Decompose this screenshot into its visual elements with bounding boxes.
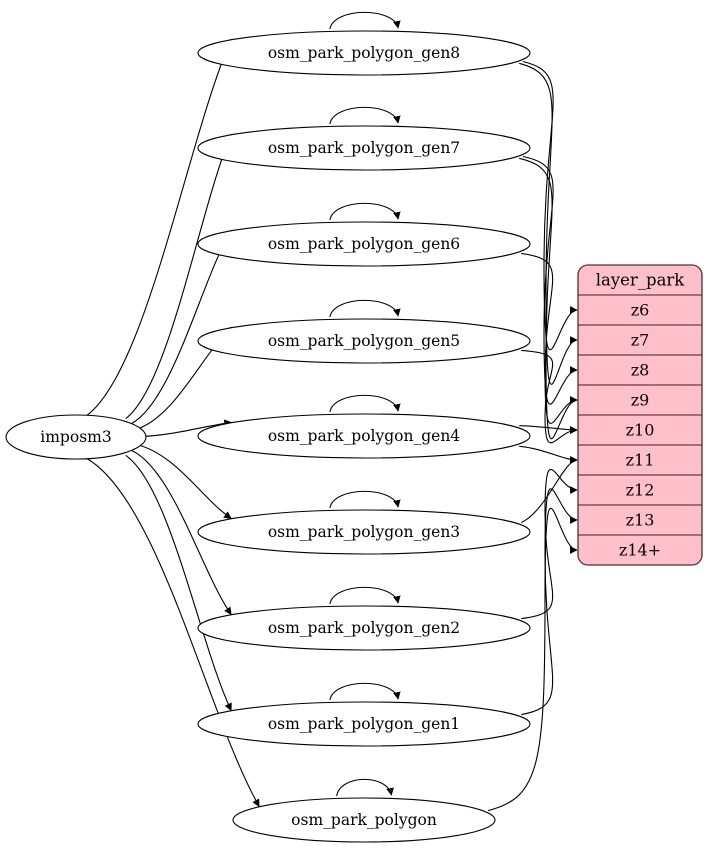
node-osm_park_polygon_gen1-label: osm_park_polygon_gen1 [268, 715, 460, 733]
self-loop-osm_park_polygon_gen2 [329, 586, 401, 605]
edge-imposm3-to-osm_park_polygon_gen3 [134, 443, 232, 519]
node-osm_park_polygon-ellipse [232, 797, 496, 843]
self-loop-osm_park_polygon_gen7 [329, 106, 401, 125]
self-loop-edges [329, 11, 401, 797]
node-osm_park_polygon_gen3-label: osm_park_polygon_gen3 [268, 523, 460, 541]
edge-osm_park_polygon_gen4-to-z10 [519, 425, 578, 434]
table-row-label-z10: z10 [626, 421, 655, 440]
node-osm_park_polygon[interactable]: osm_park_polygon [232, 797, 496, 843]
node-osm_park_polygon_gen3-ellipse [197, 509, 531, 555]
table-row-label-z12: z12 [626, 481, 655, 500]
node-osm_park_polygon-label: osm_park_polygon [291, 811, 437, 829]
node-osm_park_polygon_gen3[interactable]: osm_park_polygon_gen3 [197, 509, 531, 555]
table-header-label: layer_park [596, 271, 686, 290]
table-row-label-z14plus: z14+ [619, 541, 661, 560]
table-outline [577, 264, 703, 566]
node-imposm3-label: imposm3 [40, 428, 111, 446]
edge-osm_park_polygon_gen1-to-z13 [521, 488, 578, 716]
node-osm_park_polygon_gen1-ellipse [197, 701, 531, 747]
node-osm_park_polygon_gen7-ellipse [197, 125, 531, 171]
edge-osm_park_polygon_gen8-to-z6 [522, 60, 578, 351]
edges-nodes-to-table [487, 60, 578, 812]
edge-osm_park_polygon_gen6-to-z9 [521, 252, 578, 424]
node-osm_park_polygon_gen4[interactable]: osm_park_polygon_gen4 [197, 413, 531, 459]
node-osm_park_polygon_gen1[interactable]: osm_park_polygon_gen1 [197, 701, 531, 747]
node-osm_park_polygon_gen7-label: osm_park_polygon_gen7 [268, 139, 460, 157]
node-osm_park_polygon_gen4-label: osm_park_polygon_gen4 [268, 427, 460, 445]
node-osm_park_polygon_gen2-label: osm_park_polygon_gen2 [268, 619, 460, 637]
node-osm_park_polygon_gen5[interactable]: osm_park_polygon_gen5 [197, 318, 531, 364]
self-loop-osm_park_polygon_gen6 [329, 202, 401, 221]
edge-imposm3-to-osm_park_polygon_gen6 [131, 229, 232, 425]
self-loop-osm_park_polygon_gen3 [329, 490, 401, 509]
edges-source-to-nodes [86, 38, 260, 808]
self-loop-osm_park_polygon_gen4 [329, 394, 401, 413]
edge-imposm3-to-osm_park_polygon_gen4 [136, 419, 232, 438]
table-row-z14plus[interactable] [578, 534, 702, 565]
edge-imposm3-to-osm_park_polygon [86, 458, 260, 808]
node-osm_park_polygon_gen2[interactable]: osm_park_polygon_gen2 [197, 605, 531, 651]
edge-osm_park_polygon_gen5-to-z10 [521, 349, 578, 444]
edge-osm_park_polygon_gen7-to-z9 [519, 157, 578, 440]
layer-park-table: layer_park z6 z7 z8 z9 z10 z11 z12 z13 z14+ [577, 264, 703, 566]
node-osm_park_polygon_gen6-ellipse [197, 221, 531, 267]
table-row-z6[interactable] [578, 294, 702, 326]
node-osm_park_polygon_gen7[interactable]: osm_park_polygon_gen7 [197, 125, 531, 171]
table-row-z10[interactable] [578, 414, 702, 446]
edge-imposm3-to-osm_park_polygon_gen7 [125, 133, 233, 420]
node-osm_park_polygon_gen8[interactable]: osm_park_polygon_gen8 [197, 30, 531, 76]
self-loop-osm_park_polygon_gen1 [329, 682, 401, 701]
node-imposm3[interactable]: imposm3 [5, 414, 147, 460]
edge-osm_park_polygon_gen7-to-z8 [522, 155, 578, 405]
edge-imposm3-to-osm_park_polygon_gen1 [125, 454, 232, 712]
table-row-z13[interactable] [578, 504, 702, 536]
table-row-label-z13: z13 [626, 511, 655, 530]
self-loop-osm_park_polygon [336, 778, 394, 797]
table-row-label-z7: z7 [631, 331, 650, 350]
table-row-label-z9: z9 [631, 391, 650, 410]
node-osm_park_polygon_gen5-ellipse [197, 318, 531, 364]
node-osm_park_polygon_gen5-label: osm_park_polygon_gen5 [268, 332, 460, 350]
edge-osm_park_polygon_gen3-to-z11 [520, 456, 578, 524]
node-osm_park_polygon_gen6-label: osm_park_polygon_gen6 [268, 235, 460, 253]
edge-osm_park_polygon_gen2-to-z12 [521, 468, 578, 620]
self-loop-osm_park_polygon_gen8 [329, 11, 401, 30]
node-osm_park_polygon_gen2-ellipse [197, 605, 531, 651]
edge-osm_park_polygon_gen4-to-z11 [519, 445, 578, 464]
edge-imposm3-to-osm_park_polygon_gen2 [131, 449, 232, 616]
node-osm_park_polygon_gen8-ellipse [197, 30, 531, 76]
edge-osm_park_polygon-to-z14plus [487, 507, 578, 812]
table-row-label-z8: z8 [631, 361, 650, 380]
table-row-z7[interactable] [578, 324, 702, 356]
table-row-z8[interactable] [578, 354, 702, 386]
node-osm_park_polygon_gen4-ellipse [197, 413, 531, 459]
table-row-label-z6: z6 [631, 301, 650, 320]
node-osm_park_polygon_gen8-label: osm_park_polygon_gen8 [268, 44, 460, 62]
table-row-label-z11: z11 [626, 451, 655, 470]
self-loop-osm_park_polygon_gen5 [329, 299, 401, 318]
edge-imposm3-to-osm_park_polygon_gen8 [86, 38, 232, 416]
edge-osm_park_polygon_gen8-to-z7 [519, 62, 578, 385]
node-osm_park_polygon_gen6[interactable]: osm_park_polygon_gen6 [197, 221, 531, 267]
node-imposm3-ellipse [5, 414, 147, 460]
node-ellipses: imposm3 osm_park_polygon_gen8 osm_park_pol… [5, 30, 531, 843]
table-row-z11[interactable] [578, 444, 702, 476]
